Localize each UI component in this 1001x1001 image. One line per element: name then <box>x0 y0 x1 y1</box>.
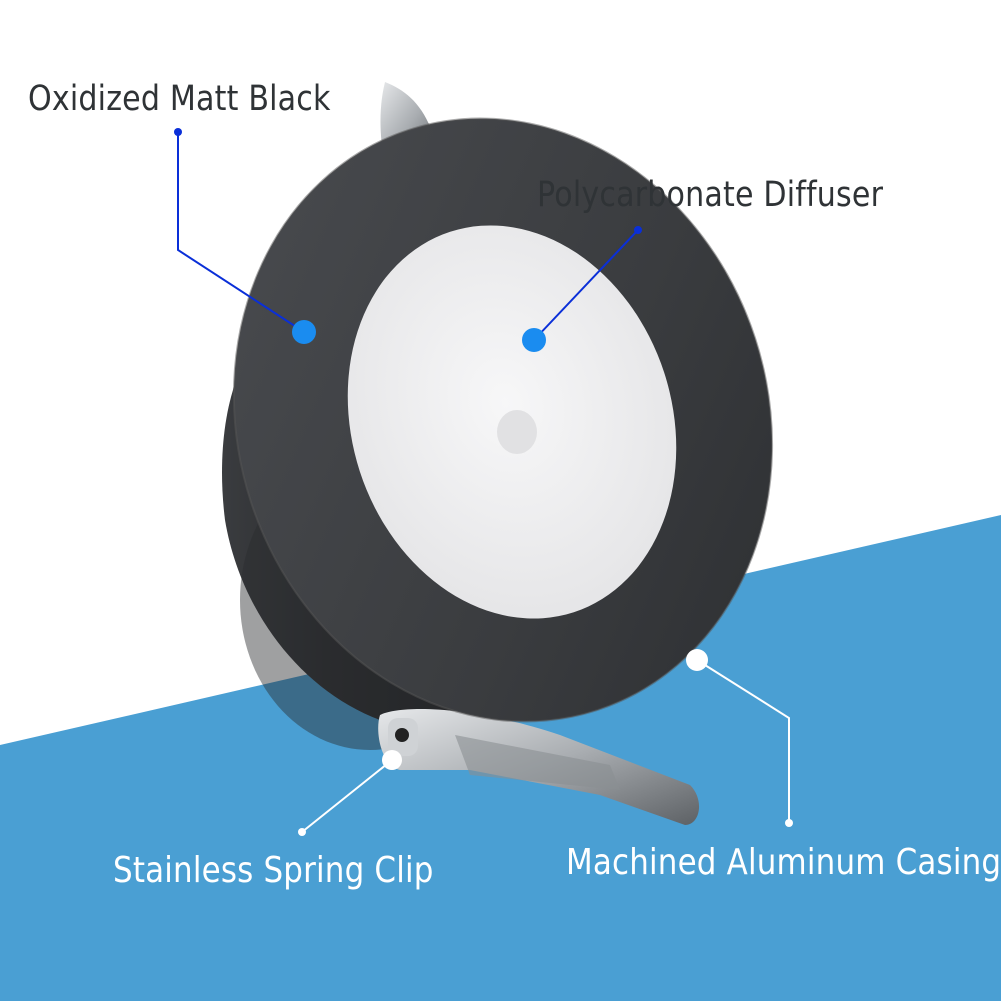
label-machined-aluminum-casing: Machined Aluminum Casing <box>566 842 1001 883</box>
callout-stainless-spring-clip <box>298 750 402 836</box>
callout-machined-aluminum-casing <box>686 649 793 827</box>
sensor-nub <box>497 410 537 454</box>
callout-oxidized-matt-black <box>174 128 316 344</box>
label-polycarbonate-diffuser: Polycarbonate Diffuser <box>537 175 884 215</box>
label-stainless-spring-clip: Stainless Spring Clip <box>113 850 434 891</box>
bottom-spring-clip <box>378 709 700 825</box>
label-oxidized-matt-black: Oxidized Matt Black <box>28 79 331 119</box>
callout-polycarbonate-diffuser <box>522 226 642 352</box>
